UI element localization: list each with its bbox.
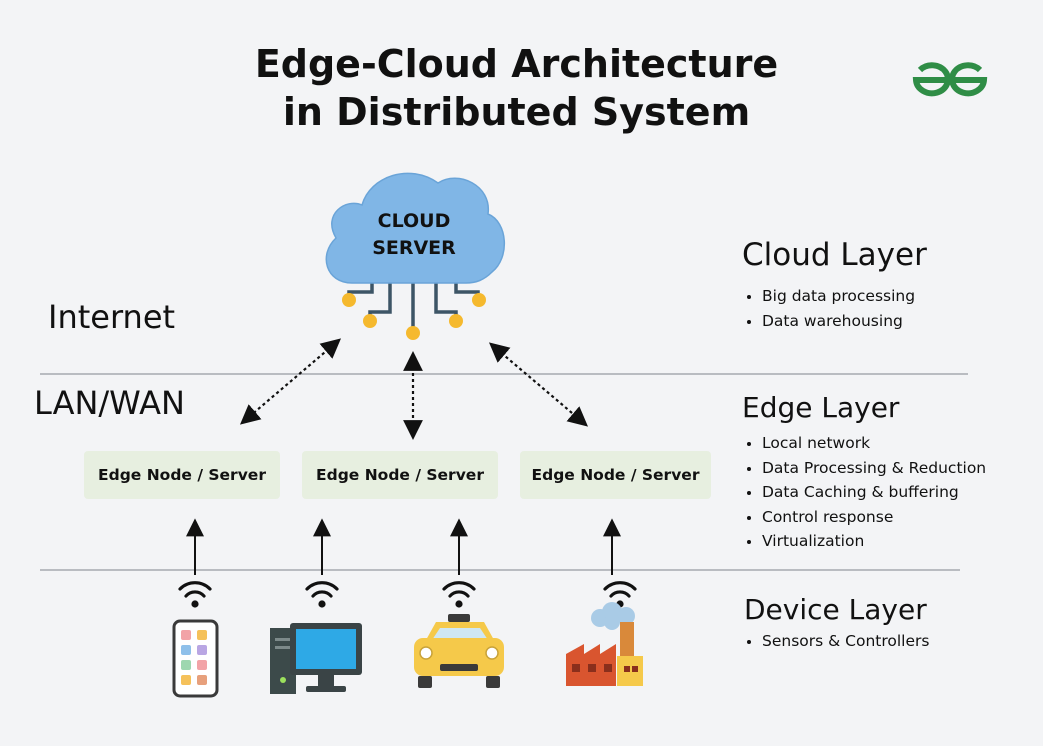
list-item: Data Processing & Reduction [744,456,986,481]
list-item: Local network [744,431,986,456]
page-title: Edge-Cloud Architecture in Distributed S… [0,40,1033,136]
edge-node-1: Edge Node / Server [84,451,280,499]
cloud-server-label: CLOUD SERVER [364,208,464,262]
device-layer-title: Device Layer [744,593,927,626]
cloud-layer-list: Big data processing Data warehousing [744,284,915,333]
wifi-icon [178,581,212,608]
title-line-1: Edge-Cloud Architecture [254,42,779,86]
list-item: Data Caching & buffering [744,480,986,505]
edge-node-2: Edge Node / Server [302,451,498,499]
geeksforgeeks-logo [912,62,988,97]
edge-layer-title: Edge Layer [742,391,900,424]
cloud-label-line2: SERVER [372,237,456,259]
edge-node-3: Edge Node / Server [520,451,711,499]
arrow-cloud-node-1 [239,338,342,425]
connection-arrows [239,338,589,440]
wifi-icons [178,581,637,608]
desktop-computer-icon [270,623,362,694]
factory-icon [566,602,643,686]
list-item: Sensors & Controllers [744,629,929,654]
internet-label: Internet [48,298,176,336]
connector-dots [342,293,486,340]
list-item: Virtualization [744,529,986,554]
list-item: Data warehousing [744,309,915,334]
edge-layer-list: Local network Data Processing & Reductio… [744,431,986,554]
list-item: Big data processing [744,284,915,309]
title-line-2: in Distributed System [282,90,751,134]
wifi-icon [305,581,339,608]
cloud-icon [325,172,506,284]
smartphone-icon [172,619,219,698]
cloud-label-line1: CLOUD [377,210,451,232]
taxi-icon [414,614,504,688]
device-arrows [186,518,621,575]
lan-wan-label: LAN/WAN [34,384,185,422]
cloud-layer-title: Cloud Layer [742,237,927,273]
arrow-cloud-node-3 [488,342,589,427]
list-item: Control response [744,505,986,530]
device-layer-list: Sensors & Controllers [744,629,929,654]
wifi-icon [442,581,476,608]
